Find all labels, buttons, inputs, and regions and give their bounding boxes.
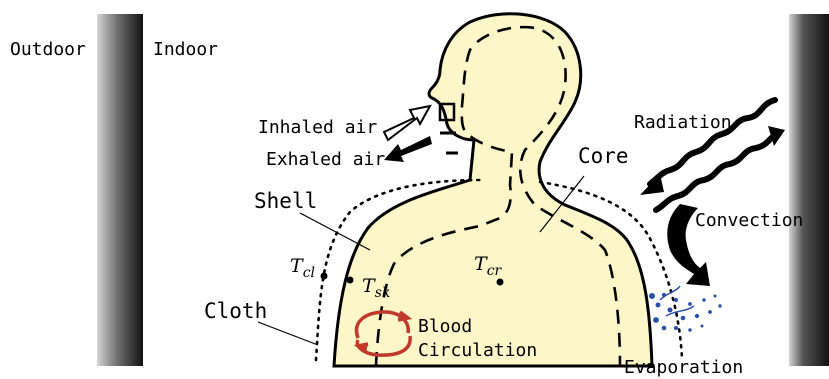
circulation-label: Circulation	[418, 340, 537, 361]
blood-label: Blood	[418, 316, 472, 337]
evaporation-icon	[650, 286, 722, 331]
outdoor-label: Outdoor	[10, 39, 86, 60]
shell-leader-line	[300, 213, 370, 250]
t-cr-point	[497, 279, 504, 286]
radiation-arrowhead-in	[640, 174, 664, 195]
evaporation-label: Evaporation	[624, 357, 743, 378]
t-sk-point	[347, 277, 354, 284]
convection-label: Convection	[695, 210, 803, 231]
exhaled-air-label: Exhaled air	[266, 149, 385, 170]
inhaled-air-arrow-icon	[384, 106, 430, 140]
core-label: Core	[578, 144, 629, 168]
cloth-label: Cloth	[204, 299, 267, 323]
t-cl-label: Tcl	[290, 255, 315, 281]
exhaled-air-arrow-icon	[384, 136, 432, 162]
inhaled-air-label: Inhaled air	[258, 117, 377, 138]
cloth-leader-line	[258, 322, 318, 345]
radiation-label: Radiation	[634, 112, 732, 133]
indoor-right-wall	[789, 14, 829, 366]
t-cl-point	[321, 273, 328, 280]
indoor-label: Indoor	[153, 39, 218, 60]
shell-label: Shell	[254, 189, 317, 213]
outdoor-wall	[97, 14, 143, 366]
